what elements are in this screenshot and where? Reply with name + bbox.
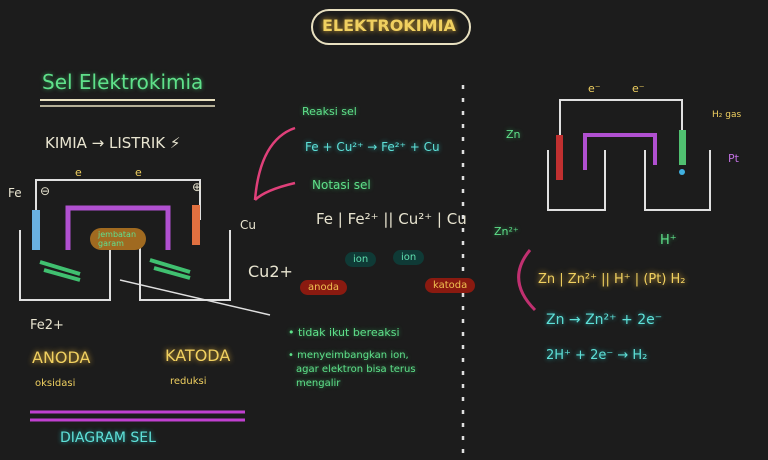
cell-notation: Fe | Fe²⁺ || Cu²⁺ | Cu	[316, 210, 467, 228]
minus-sign: ⊖	[40, 184, 51, 198]
zn-electrode	[556, 135, 563, 180]
pt-electrode	[679, 130, 686, 165]
electron-label: e⁻	[588, 82, 601, 95]
wire-right-cell	[559, 99, 683, 135]
h-ion-label: H⁺	[660, 233, 677, 248]
cu-electrode	[192, 205, 200, 245]
reaction-equation: Fe + Cu²⁺ → Fe²⁺ + Cu	[305, 140, 440, 154]
fe-ion-label: Fe2+	[30, 318, 64, 333]
zn-cell-notation: Zn | Zn²⁺ || H⁺ | (Pt) H₂	[538, 272, 686, 287]
anode-label: ANODA	[32, 348, 91, 367]
salt-bridge-label: jembatan garam	[90, 228, 146, 250]
reduction-equation: 2H⁺ + 2e⁻ → H₂	[546, 348, 648, 363]
cathode-tag: katoda	[425, 278, 476, 293]
beakers-left	[19, 230, 231, 301]
arrow-pink	[253, 126, 296, 201]
title-frame	[311, 9, 471, 45]
plus-sign: ⊕	[192, 180, 203, 194]
cu-label: Cu	[240, 218, 256, 232]
electron-label: e⁻	[632, 82, 645, 95]
note-2c: mengalir	[296, 378, 341, 389]
cathode-sub: reduksi	[170, 376, 207, 387]
anode-tag: anoda	[300, 280, 348, 295]
arrow-magenta	[517, 249, 537, 312]
electron-label: e	[75, 166, 82, 179]
note-2: • menyeimbangkan ion,	[288, 350, 409, 361]
anode-sub: oksidasi	[35, 378, 76, 389]
oxidation-equation: Zn → Zn²⁺ + 2e⁻	[546, 312, 663, 328]
cathode-label: KATODA	[165, 346, 231, 365]
pt-label: Pt	[728, 152, 739, 165]
ion-tag: ion	[345, 252, 377, 267]
zn-label: Zn	[506, 128, 521, 141]
electron-label: e	[135, 166, 142, 179]
notation-label: Notasi sel	[312, 178, 371, 192]
fe-electrode	[32, 210, 40, 250]
ion-tag: ion	[393, 250, 425, 265]
salt-bridge-left	[65, 205, 171, 250]
fe-label: Fe	[8, 186, 22, 200]
page-title: ELEKTROKIMIA	[322, 16, 456, 35]
footer-label: DIAGRAM SEL	[60, 430, 156, 446]
cu-ion-label: Cu2+	[248, 262, 293, 281]
wire-left-cell	[35, 179, 201, 235]
zn-ion-label: Zn²⁺	[494, 225, 519, 238]
h2-gas-label: H₂ gas	[712, 110, 742, 120]
heading: Sel Elektrokimia	[42, 70, 204, 94]
subtitle: KIMIA → LISTRIK ⚡	[45, 134, 181, 152]
reaction-label: Reaksi sel	[302, 105, 357, 118]
note-2b: agar elektron bisa terus	[296, 364, 416, 375]
note-1: • tidak ikut bereaksi	[288, 326, 400, 339]
